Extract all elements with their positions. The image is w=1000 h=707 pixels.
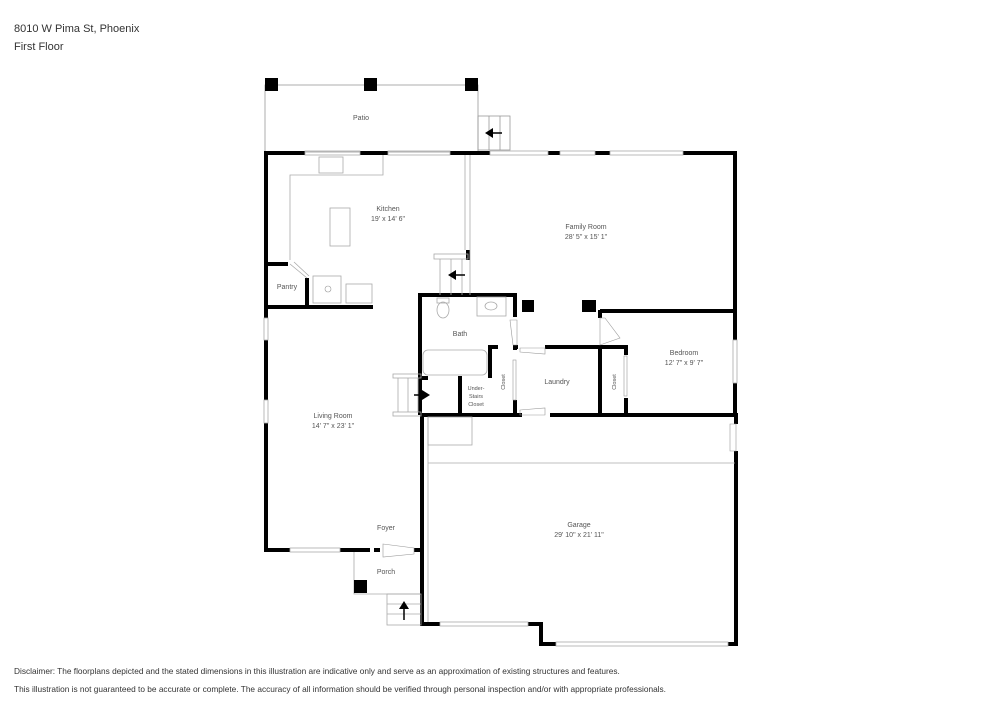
patio-column xyxy=(265,78,278,91)
room-label-under-stairs-2: Stairs xyxy=(469,394,483,400)
room-label-pantry: Pantry xyxy=(277,284,298,291)
bathtub xyxy=(422,349,488,376)
room-dims-kitchen: 19' x 14' 6" xyxy=(371,216,405,223)
room-label-laundry: Laundry xyxy=(544,379,570,386)
walls xyxy=(264,151,738,646)
arrow-left-icon xyxy=(448,270,465,280)
room-label-foyer: Foyer xyxy=(377,525,396,532)
stove xyxy=(312,275,342,304)
room-label-family-room: Family Room xyxy=(565,224,606,231)
doors xyxy=(382,317,737,558)
windows xyxy=(263,150,738,647)
room-label-bedroom: Bedroom xyxy=(670,350,699,357)
arrow-up-icon xyxy=(399,601,409,620)
address-title: 8010 W Pima St, Phoenix xyxy=(14,23,140,35)
room-label-living-room: Living Room xyxy=(314,413,353,420)
disclaimer-line-2: This illustration is not guaranteed to b… xyxy=(14,684,666,694)
room-label-kitchen: Kitchen xyxy=(376,206,399,213)
patio xyxy=(264,78,511,153)
bath-fixtures xyxy=(422,296,507,376)
arrow-right-icon xyxy=(414,390,430,400)
kitchen-island xyxy=(329,207,351,247)
bath-sink xyxy=(476,296,507,317)
patio-column xyxy=(364,78,377,91)
living-stairs xyxy=(392,373,735,622)
room-label-closet-laundry: Closet xyxy=(501,374,507,390)
room-label-under-stairs-1: Under- xyxy=(468,386,485,392)
toilet xyxy=(436,301,450,319)
room-dims-garage: 29' 10" x 21' 11" xyxy=(554,532,604,539)
floor-label: First Floor xyxy=(14,41,64,53)
stove-burner-icon xyxy=(324,285,332,293)
kitchen-sink xyxy=(318,156,344,174)
room-label-bath: Bath xyxy=(453,331,468,338)
disclaimer-line-1: Disclaimer: The floorplans depicted and … xyxy=(14,666,620,676)
room-label-closet-bedroom: Closet xyxy=(612,374,618,390)
room-dims-family-room: 28' 5" x 15' 1" xyxy=(565,234,608,241)
kitchen-fixtures xyxy=(289,155,471,304)
patio-column xyxy=(465,78,478,91)
plan-header: 8010 W Pima St, Phoenix First Floor xyxy=(14,20,139,56)
porch-column xyxy=(354,580,367,593)
room-label-patio: Patio xyxy=(353,115,369,122)
room-label-garage: Garage xyxy=(567,522,590,529)
counter xyxy=(345,283,373,304)
patio-steps xyxy=(477,115,511,151)
room-label-porch: Porch xyxy=(377,569,395,576)
room-dims-bedroom: 12' 7" x 9' 7" xyxy=(665,360,704,367)
room-label-under-stairs-3: Closet xyxy=(468,402,484,408)
disclaimer: Disclaimer: The floorplans depicted and … xyxy=(14,662,666,698)
arrow-left-icon xyxy=(485,128,502,138)
room-dims-living-room: 14' 7" x 23' 1" xyxy=(312,423,355,430)
vent-icon xyxy=(522,300,596,312)
